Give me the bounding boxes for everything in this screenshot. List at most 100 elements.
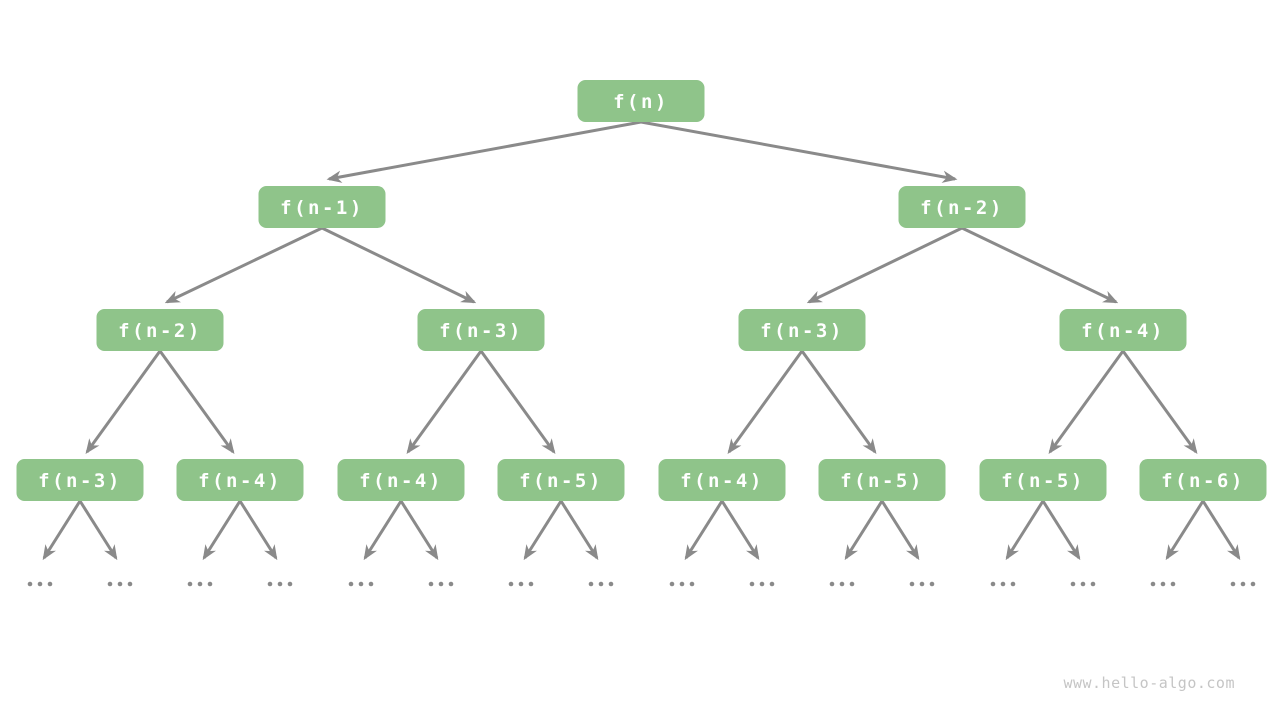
tree-node: f(n-5) <box>497 459 625 501</box>
ellipsis-leaf <box>187 581 213 587</box>
tree-node: f(n-3) <box>738 309 866 351</box>
tree-node-box <box>176 459 304 501</box>
edge-arrow <box>406 350 483 455</box>
edge-arrow <box>684 500 724 561</box>
tree-node: f(n-2) <box>96 309 224 351</box>
edge-arrow <box>1041 500 1081 561</box>
tree-node: f(n-5) <box>818 459 946 501</box>
tree-node-label: f(n-4) <box>680 470 764 492</box>
edge-arrow <box>202 500 242 561</box>
edge-arrow <box>1048 350 1125 455</box>
edge-arrow <box>326 120 642 183</box>
ellipsis-dot <box>1090 581 1096 587</box>
edge-arrow <box>42 500 82 561</box>
ellipsis-dot <box>909 581 915 587</box>
ellipsis-dot <box>358 581 364 587</box>
tree-node-box <box>658 459 786 501</box>
edge-arrow <box>1005 500 1045 561</box>
tree-node-label: f(n-4) <box>198 470 282 492</box>
ellipsis-dot <box>348 581 354 587</box>
ellipsis-leaf <box>829 581 855 587</box>
ellipsis-leaf <box>749 581 775 587</box>
ellipsis-dot <box>528 581 534 587</box>
ellipsis-dot <box>438 581 444 587</box>
edge-arrow <box>85 350 162 455</box>
ellipsis-dot <box>197 581 203 587</box>
ellipsis-dot <box>127 581 133 587</box>
edge-arrow <box>1121 350 1198 455</box>
ellipsis-dot <box>107 581 113 587</box>
ellipsis-dot <box>849 581 855 587</box>
ellipsis-leaf <box>990 581 1016 587</box>
ellipsis-dot <box>1150 581 1156 587</box>
tree-node: f(n-2) <box>898 186 1026 228</box>
edge-arrow <box>1201 500 1241 561</box>
tree-node: f(n-4) <box>658 459 786 501</box>
tree-node: f(n-4) <box>337 459 465 501</box>
tree-node: f(n-4) <box>176 459 304 501</box>
ellipsis-leaf <box>1150 581 1176 587</box>
tree-node-label: f(n-3) <box>760 320 844 342</box>
edge-arrow <box>800 350 877 455</box>
edge-arrow <box>880 500 920 561</box>
ellipsis-dot <box>267 581 273 587</box>
ellipsis-dot <box>759 581 765 587</box>
tree-node-label: f(n-3) <box>439 320 523 342</box>
ellipsis-dot <box>47 581 53 587</box>
ellipsis-leaf <box>1230 581 1256 587</box>
tree-node: f(n-4) <box>1059 309 1187 351</box>
watermark: www.hello-algo.com <box>1063 674 1235 692</box>
tree-node-box <box>337 459 465 501</box>
tree-node-box <box>1059 309 1187 351</box>
ellipsis-dot <box>207 581 213 587</box>
edge-arrow <box>321 226 477 304</box>
ellipsis-dot <box>598 581 604 587</box>
ellipsis-dot <box>1070 581 1076 587</box>
tree-node-box <box>497 459 625 501</box>
edge-arrow <box>479 350 556 455</box>
tree-node-label: f(n-1) <box>280 197 364 219</box>
ellipsis-dot <box>919 581 925 587</box>
ellipsis-dot <box>689 581 695 587</box>
edge-arrow <box>640 120 958 183</box>
edge-arrow <box>523 500 563 561</box>
ellipsis-dot <box>368 581 374 587</box>
tree-node-label: f(n-4) <box>1081 320 1165 342</box>
ellipsis-dot <box>518 581 524 587</box>
ellipsis-dot <box>1010 581 1016 587</box>
ellipsis-dot <box>1000 581 1006 587</box>
edge-arrow <box>727 350 804 455</box>
tree-node: f(n-3) <box>417 309 545 351</box>
edge-arrow <box>844 500 884 561</box>
ellipsis-dot <box>187 581 193 587</box>
edge-arrow <box>238 500 278 561</box>
tree-node-label: f(n-4) <box>359 470 443 492</box>
tree-node-label: f(n-5) <box>840 470 924 492</box>
edge-arrow <box>559 500 599 561</box>
ellipsis-dot <box>990 581 996 587</box>
ellipsis-leaf <box>588 581 614 587</box>
ellipsis-dot <box>277 581 283 587</box>
ellipsis-dot <box>679 581 685 587</box>
ellipsis-dot <box>1240 581 1246 587</box>
tree-node: f(n-5) <box>979 459 1107 501</box>
ellipsis-leaf <box>1070 581 1096 587</box>
tree-node: f(n-3) <box>16 459 144 501</box>
edge-arrow <box>720 500 760 561</box>
tree-node-box <box>417 309 545 351</box>
ellipsis-dot <box>508 581 514 587</box>
ellipsis-dot <box>1170 581 1176 587</box>
tree-node: f(n) <box>577 80 705 122</box>
tree-node-box <box>16 459 144 501</box>
ellipsis-leaf <box>909 581 935 587</box>
ellipsis-leaf <box>508 581 534 587</box>
tree-node-box <box>898 186 1026 228</box>
ellipsis-dot <box>829 581 835 587</box>
ellipsis-dot <box>448 581 454 587</box>
tree-node: f(n-1) <box>258 186 386 228</box>
ellipsis-leaf <box>27 581 53 587</box>
tree-node-label: f(n-2) <box>920 197 1004 219</box>
ellipsis-dot <box>588 581 594 587</box>
